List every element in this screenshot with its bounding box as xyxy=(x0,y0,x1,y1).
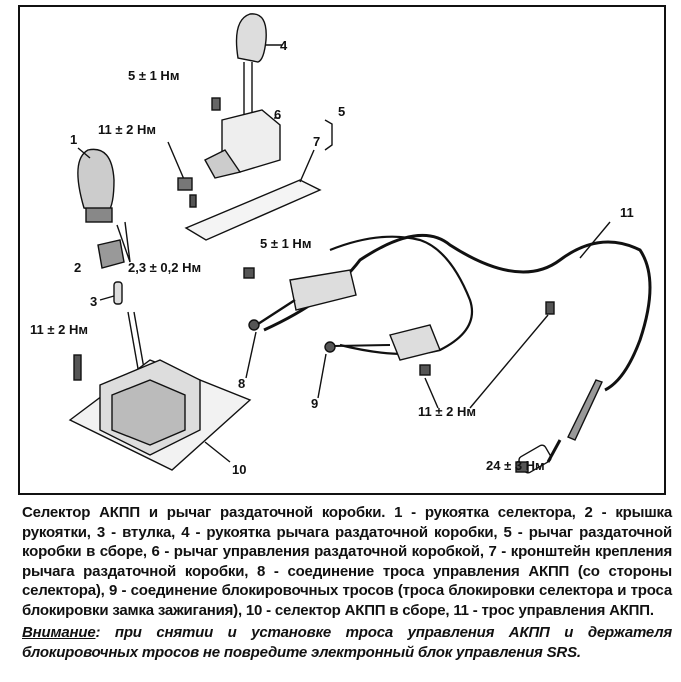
bracket xyxy=(184,179,322,241)
label-11: 11 xyxy=(620,205,634,220)
transfer-knob xyxy=(235,13,267,63)
torque-label: 11 ± 2 Нм xyxy=(30,322,88,337)
figure-caption: Селектор АКПП и рычаг раздаточной коробк… xyxy=(22,503,672,662)
selector-diagram xyxy=(68,13,652,474)
torque-label: 24 ± 3 Нм xyxy=(486,458,545,473)
label-2: 2 xyxy=(74,260,82,275)
label-1: 1 xyxy=(70,132,78,147)
diagram-frame xyxy=(18,5,666,495)
label-8: 8 xyxy=(238,376,246,391)
label-10: 10 xyxy=(232,462,247,477)
label-4: 4 xyxy=(280,38,288,53)
control-cable xyxy=(263,233,652,392)
warning-text: : при снятии и установке троса управлени… xyxy=(22,624,672,661)
torque-label: 2,3 ± 0,2 Нм xyxy=(128,260,202,275)
label-7: 7 xyxy=(313,134,321,149)
torque-label: 11 ± 2 Нм xyxy=(98,122,156,137)
label-5: 5 xyxy=(338,104,346,119)
label-3: 3 xyxy=(90,294,98,309)
label-6: 6 xyxy=(274,107,282,122)
caption-text: Селектор АКПП и рычаг раздаточной коробк… xyxy=(22,504,672,619)
warning-label: Внимание xyxy=(22,624,96,641)
torque-label: 11 ± 2 Нм xyxy=(418,404,476,419)
torque-label: 5 ± 1 Нм xyxy=(128,68,180,83)
torque-label: 5 ± 1 Нм xyxy=(260,236,312,251)
label-9: 9 xyxy=(311,396,319,411)
selector-knob xyxy=(77,148,115,213)
warning-note: Внимание: при снятии и установке троса у… xyxy=(22,623,672,662)
